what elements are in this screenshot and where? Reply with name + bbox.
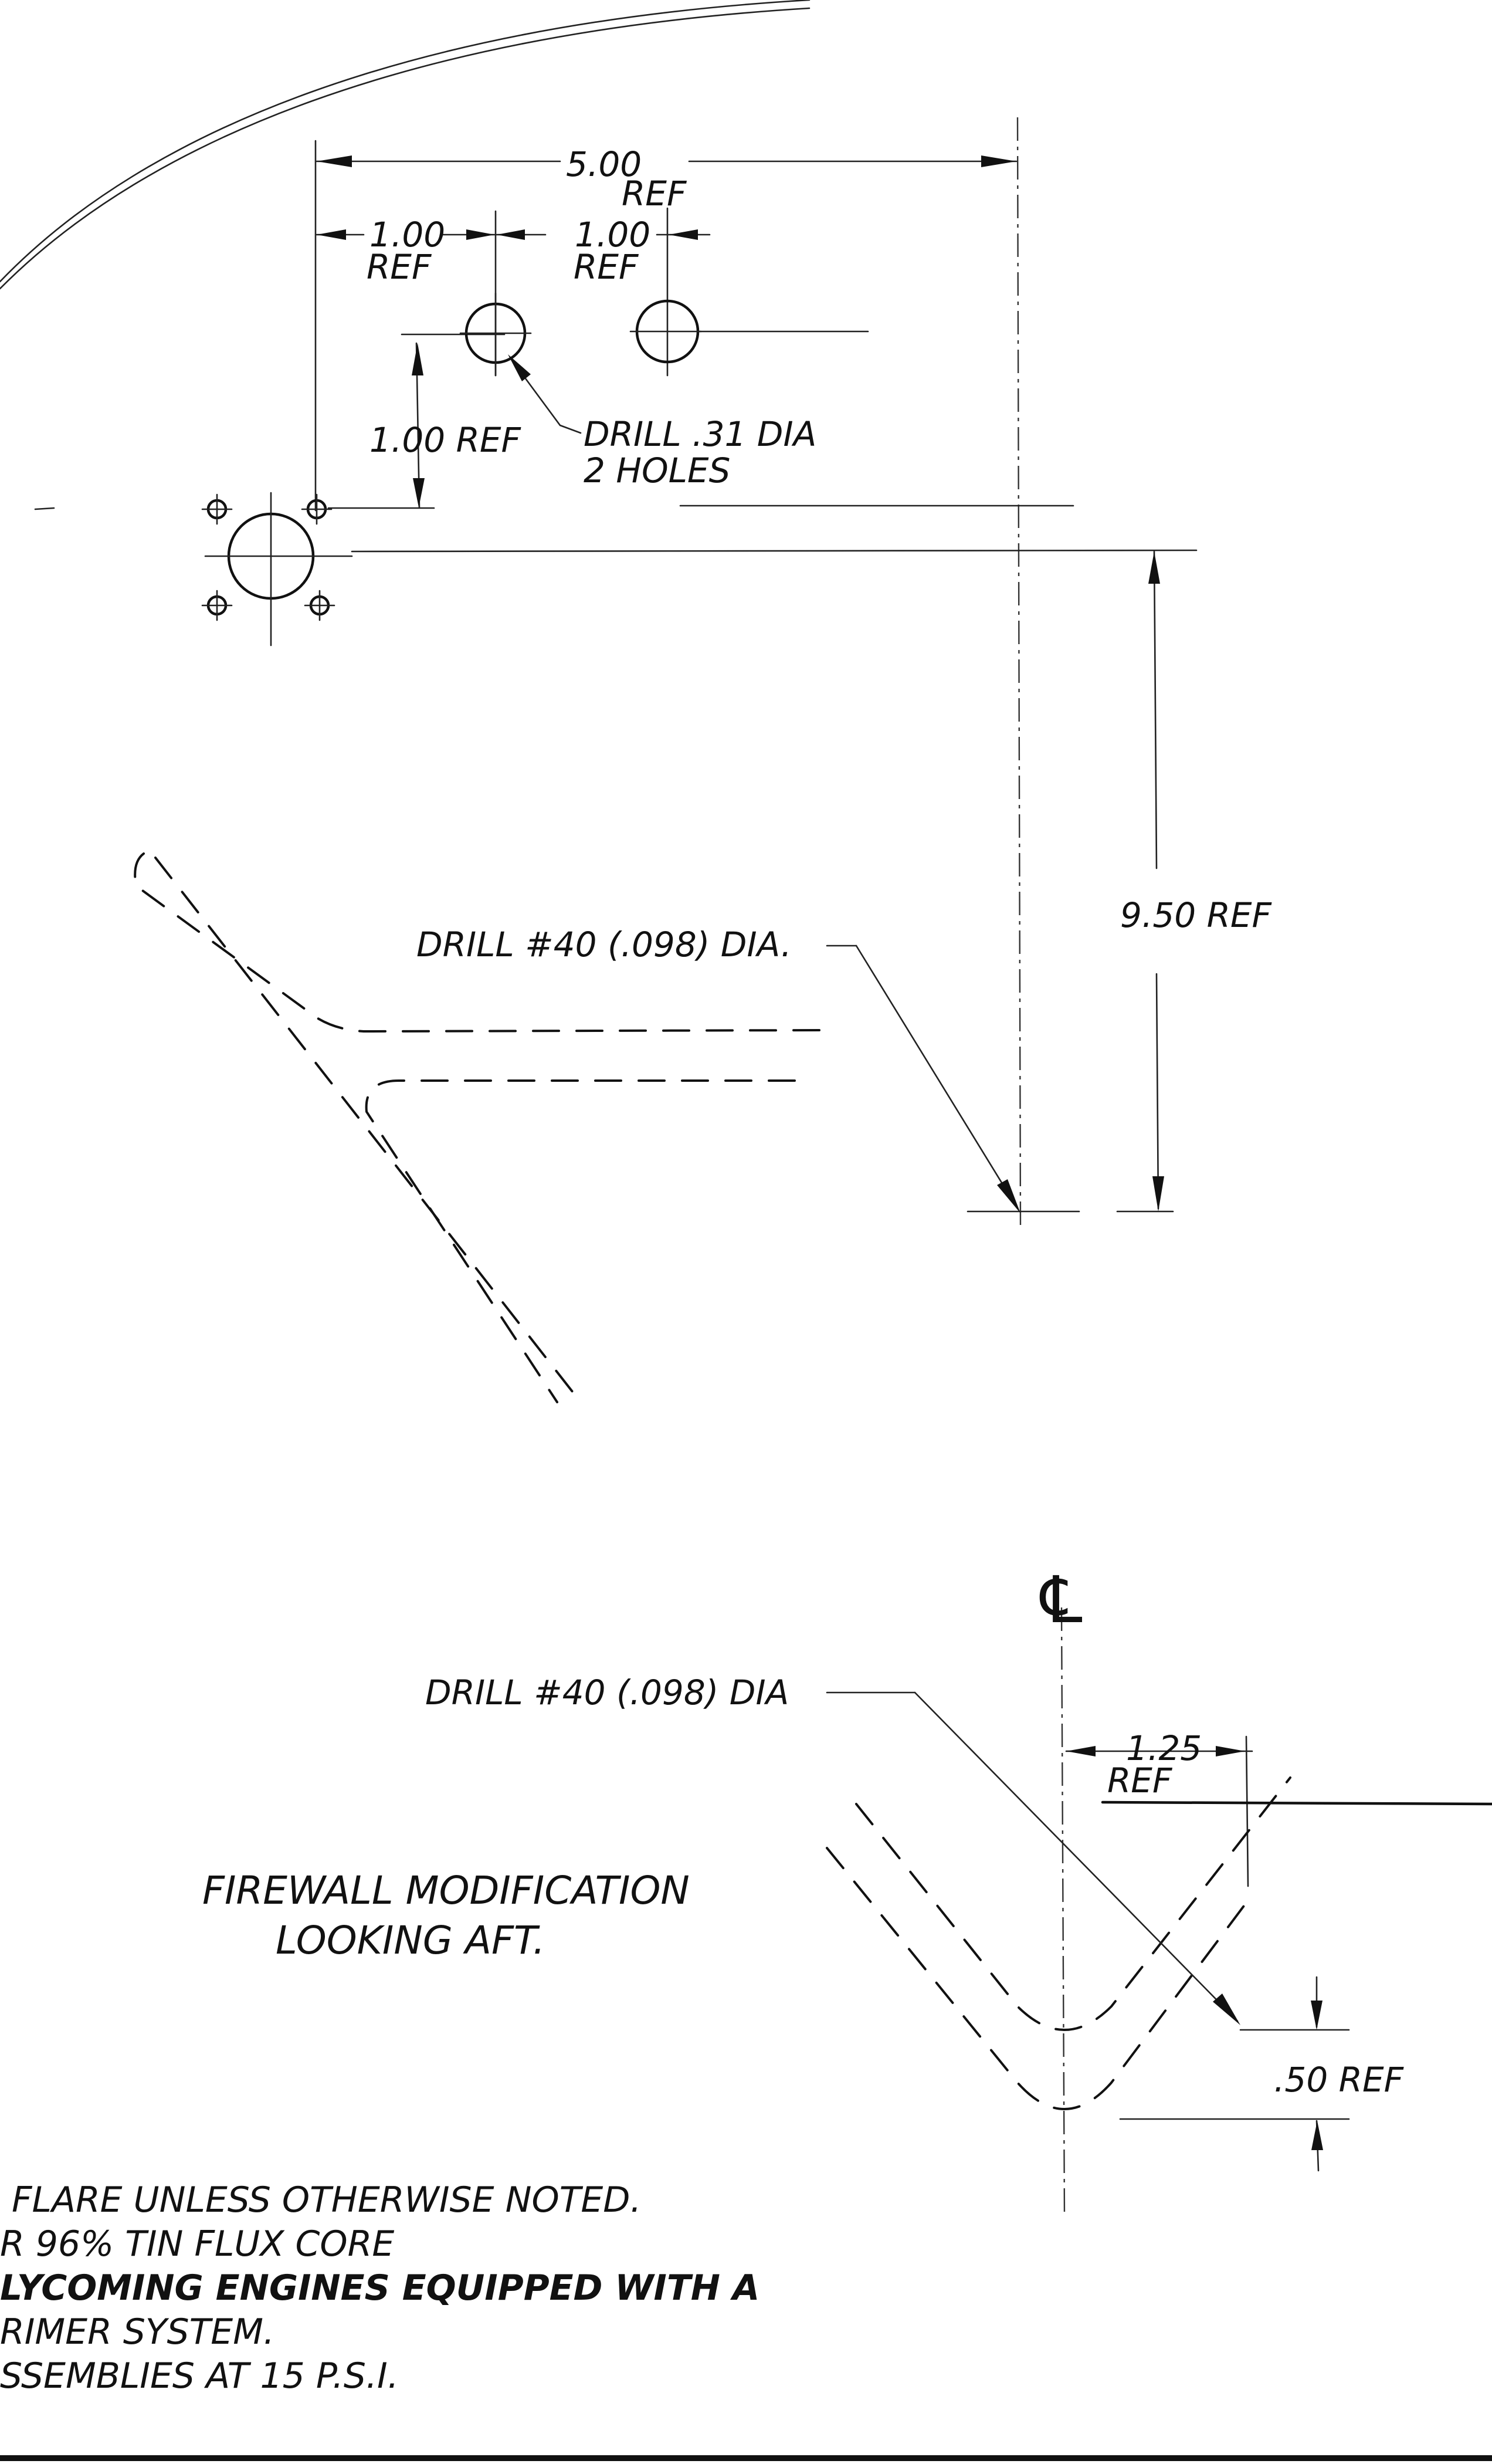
dim-centerline-offset-qualifier: REF	[1107, 1761, 1173, 1800]
callout-holes-line2: 2 HOLES	[584, 451, 730, 490]
upper-tube-outline	[134, 852, 1020, 1403]
note-line-4: RIMER SYSTEM.	[0, 2311, 274, 2353]
note-line-1: FLARE UNLESS OTHERWISE NOTED.	[12, 2179, 642, 2221]
bolt-hole-tl	[201, 493, 233, 525]
view-title-line2: LOOKING AFT.	[276, 1918, 545, 1963]
dim-5-00-qualifier: REF	[622, 174, 687, 214]
dim-drop: 9.50 REF	[1120, 895, 1273, 935]
bolt-pattern	[34, 492, 435, 647]
bolt-hole-bl	[201, 590, 233, 621]
note-line-3: LYCOMING ENGINES EQUIPPED WITH A	[0, 2267, 759, 2309]
note-line-5: SSEMBLIES AT 15 P.S.I.	[0, 2355, 399, 2397]
view-title-line1: FIREWALL MODIFICATION	[202, 1868, 690, 1913]
dim-left-offset-qualifier: REF	[367, 247, 432, 287]
centerline-symbol: ℄	[1039, 1562, 1083, 1637]
firewall-contour	[0, 0, 811, 290]
bolt-hole-br	[304, 590, 335, 621]
dim-bend-offset: .50 REF	[1274, 2060, 1405, 2100]
drop-dimension	[1148, 550, 1164, 1211]
upper-dimensions	[314, 117, 1022, 1227]
lower-detail	[826, 1607, 1492, 2218]
dim-5-00-value: 5.00	[566, 144, 642, 184]
callout-drill-upper: DRILL #40 (.098) DIA.	[416, 925, 792, 964]
note-line-2: R 96% TIN FLUX CORE	[0, 2223, 394, 2265]
dim-left-offset-value: 1.00	[369, 215, 445, 255]
reference-lines	[351, 505, 1198, 1213]
dim-spacing-qualifier: REF	[574, 247, 639, 287]
dim-spacing-value: 1.00	[575, 215, 650, 255]
bolt-hole-tr	[301, 493, 333, 525]
dim-centerline-offset-value: 1.25	[1126, 1728, 1202, 1768]
callout-drill-lower: DRILL #40 (.098) DIA	[425, 1673, 789, 1712]
dim-vertical-offset: 1.00 REF	[369, 420, 522, 460]
text-labels: 5.00 REF 1.00 REF 1.00 REF 1.00 REF DRIL…	[0, 144, 1405, 2397]
drill-holes	[459, 292, 702, 434]
callout-holes-line1: DRILL .31 DIA	[584, 414, 816, 454]
